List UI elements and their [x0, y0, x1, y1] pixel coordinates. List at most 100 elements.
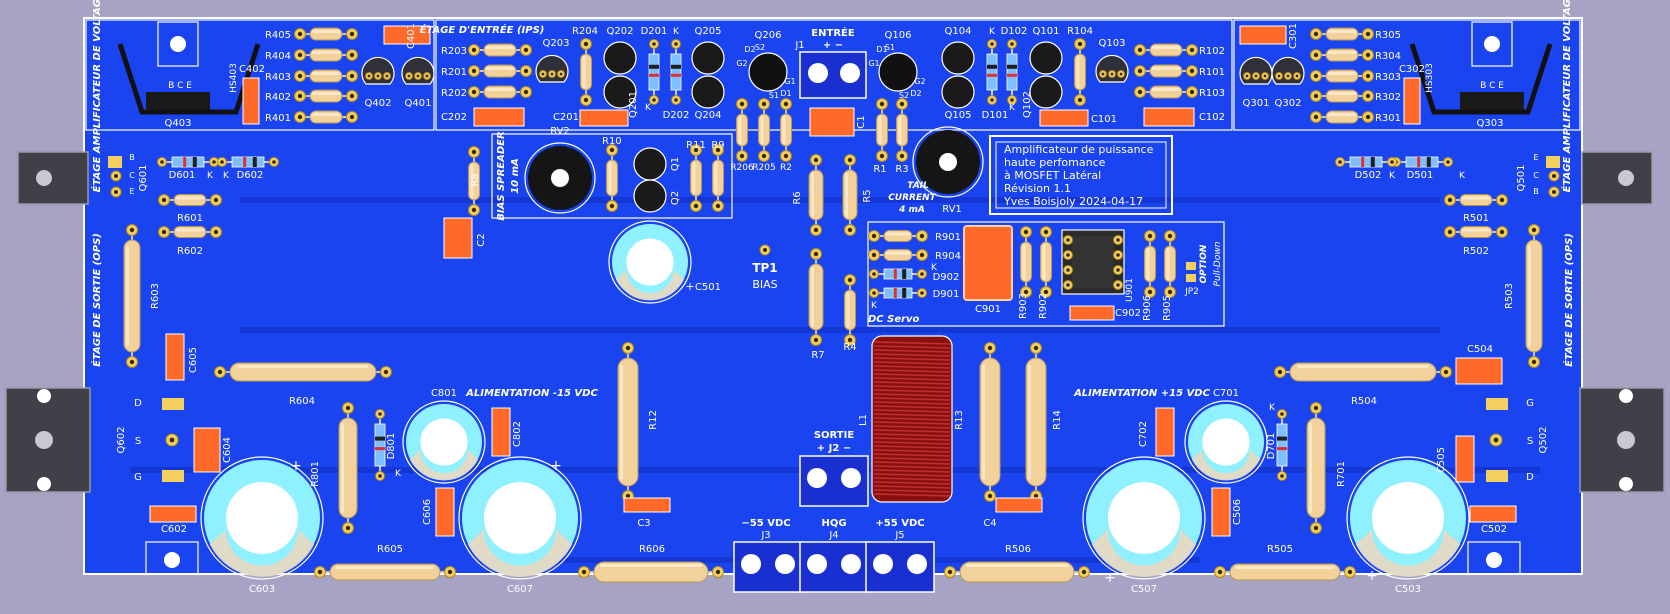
ref-label: C701	[1213, 388, 1239, 399]
drill-hole	[1443, 369, 1449, 375]
drill-hole	[1254, 74, 1258, 78]
drill-hole	[1447, 197, 1453, 203]
pin-label: D	[134, 398, 142, 409]
capacitor-pad-area	[1372, 482, 1444, 554]
drill-hole	[297, 93, 303, 99]
resistor-body	[1149, 64, 1183, 78]
drill-hole	[990, 42, 994, 46]
resistor-highlight	[1151, 46, 1181, 49]
resistor-highlight	[1028, 364, 1031, 480]
ref-label: R13	[954, 410, 965, 430]
ref-label: C702	[1138, 421, 1149, 447]
jumper-label: JP2	[1184, 287, 1199, 297]
ref-label: R4	[843, 342, 856, 353]
bias-current: 10 mA	[510, 158, 521, 194]
smd-capacitor	[1403, 77, 1421, 125]
resistor-body	[883, 230, 913, 242]
drill-hole	[349, 31, 355, 37]
pin-label: D1	[780, 89, 791, 98]
capacitor-polarity-band	[1091, 529, 1197, 577]
ref-label: Q602	[116, 427, 127, 454]
drill-hole	[715, 569, 721, 575]
drill-hole	[1137, 68, 1143, 74]
mounting-hole	[1619, 477, 1633, 491]
cathode-marker: K	[1459, 171, 1466, 181]
drill-hole	[1531, 359, 1537, 365]
drill-hole	[1023, 289, 1029, 295]
polarity-mark: +	[1104, 570, 1116, 586]
inductor-label: L1	[858, 414, 869, 426]
inductor-winding	[873, 449, 951, 453]
diode-stripe	[649, 73, 659, 77]
pin-label: D2	[744, 45, 755, 54]
drill-hole	[1119, 72, 1123, 76]
drill-hole	[715, 147, 721, 153]
jfet-body	[603, 41, 637, 75]
resistor-body	[483, 43, 517, 57]
diode-cathode-band	[671, 64, 681, 69]
diode-body	[1276, 423, 1288, 467]
resistor-body	[1149, 85, 1183, 99]
ref-label: D102	[1001, 26, 1028, 37]
ref-label: R6	[792, 191, 803, 204]
diode-stripe	[375, 447, 385, 451]
resistor-highlight	[885, 232, 911, 236]
drill-hole	[693, 147, 699, 153]
resistor-highlight	[1327, 51, 1357, 54]
mounting-hole	[1484, 36, 1500, 52]
capacitor-outline	[402, 400, 486, 484]
capacitor-polarity-band	[1355, 529, 1461, 577]
resistor-highlight	[845, 172, 848, 218]
resistor-highlight	[311, 30, 341, 33]
drill-hole	[674, 98, 678, 102]
title-line: Amplificateur de puissance	[1004, 143, 1154, 156]
drill-hole	[872, 272, 876, 276]
ref-label: C801	[431, 388, 457, 399]
jfet-body	[1029, 75, 1063, 109]
drill-hole	[847, 227, 853, 233]
standoff-outline	[145, 541, 199, 575]
drill-hole	[652, 42, 656, 46]
drill-hole	[169, 437, 175, 443]
cathode-marker: K	[673, 27, 680, 37]
resistor-body	[1074, 53, 1086, 91]
drill-hole	[609, 147, 615, 153]
drill-hole	[114, 190, 118, 194]
resistor-highlight	[1235, 566, 1335, 569]
drill-hole	[583, 41, 589, 47]
inductor-winding	[873, 465, 951, 469]
drill-hole	[879, 101, 885, 107]
cathode-marker: K	[931, 263, 938, 273]
drill-hole	[739, 153, 745, 159]
diode-body	[670, 53, 682, 91]
tail-label2: CURRENT	[888, 193, 936, 203]
drill-hole	[1167, 289, 1173, 295]
resistor-body	[1325, 48, 1359, 62]
option-label: OPTION	[1199, 244, 1209, 283]
resistor-body	[1325, 110, 1359, 124]
ref-label: R301	[1375, 113, 1401, 124]
drill-hole	[447, 569, 453, 575]
drill-hole	[297, 31, 303, 37]
inductor-winding	[873, 349, 951, 353]
drill-hole	[1043, 229, 1049, 235]
resistor-body	[580, 53, 592, 91]
resistor-highlight	[714, 161, 718, 195]
diode-stripe	[893, 288, 897, 298]
resistor-highlight	[1042, 244, 1046, 280]
drill-hole	[1116, 238, 1120, 242]
smd-capacitor	[491, 407, 511, 457]
drill-hole	[471, 207, 477, 213]
inductor-winding	[873, 457, 951, 461]
jfet-body	[691, 75, 725, 109]
ref-label: R1	[873, 164, 886, 175]
drill-hole	[1217, 569, 1223, 575]
resistor-body	[309, 69, 343, 83]
drill-hole	[1147, 289, 1153, 295]
ref-label: Q403	[165, 118, 192, 129]
diode-cathode-band	[1426, 157, 1431, 167]
pin-pad	[162, 470, 184, 482]
drill-hole	[213, 197, 219, 203]
capacitor-polarity-band	[467, 529, 573, 577]
pin-label: S1	[769, 91, 779, 100]
